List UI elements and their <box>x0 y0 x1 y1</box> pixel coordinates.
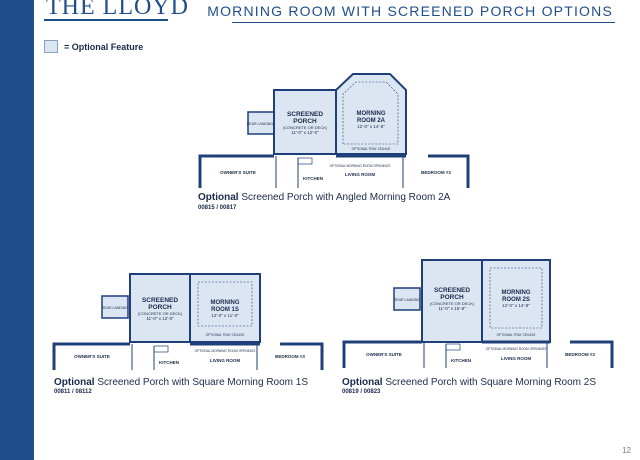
floorplan-square-1s: REAR LANDING SCREENED PORCH (CONCRETE OR… <box>52 270 324 374</box>
legend-label: = Optional Feature <box>64 41 144 52</box>
screened-porch-area <box>129 273 191 343</box>
morning-dims-label: 12'-0" x 14'-8" <box>357 124 385 129</box>
optional-openings-label: OPTIONAL MORNING ROOM OPENINGS <box>195 349 256 353</box>
owners-suite-label: OWNER'S SUITE <box>74 354 110 359</box>
porch-dims-label: 11'-0" x 12'-0" <box>291 130 319 135</box>
optional-tray-label: OPTIONAL TRAY CEILING <box>352 147 391 151</box>
porch-dims-label: 11'-0" x 15'-8" <box>438 306 466 311</box>
left-sidebar-band <box>0 0 34 460</box>
morning-label-line2: ROOM 2A <box>357 118 386 124</box>
living-room-label: LIVING ROOM <box>345 172 376 177</box>
porch-label-line2: PORCH <box>440 294 464 301</box>
morning-label-line1: MORNING <box>357 111 386 117</box>
tray-ceiling-outline <box>489 267 543 329</box>
tray-ceiling-outline <box>342 81 399 145</box>
title-underline <box>44 19 168 21</box>
rear-landing-label: REAR LANDING <box>247 122 274 126</box>
floorplan-angled-2a: REAR LANDING SCREENED PORCH (CONCRETE OR… <box>198 72 470 188</box>
morning-label-line2: ROOM 2S <box>502 297 530 303</box>
bedroom-label: BEDROOM #3 <box>565 352 595 357</box>
bedroom-label: BEDROOM #3 <box>421 170 451 175</box>
morning-dims-label: 12'-0" x 14'-8" <box>502 303 530 308</box>
page-subtitle: MORNING ROOM WITH SCREENED PORCH OPTIONS <box>207 3 613 19</box>
floorplan-1s-drawing: REAR LANDING SCREENED PORCH (CONCRETE OR… <box>52 273 324 370</box>
rear-landing-label: REAR LANDING <box>102 306 129 310</box>
living-room-label: LIVING ROOM <box>501 356 532 361</box>
porch-material-label: (CONCRETE OR DECK) <box>283 125 328 130</box>
kitchen-label: KITCHEN <box>451 358 471 363</box>
rear-landing <box>393 287 421 311</box>
header-rule <box>232 22 615 23</box>
caption-2s: Optional Screened Porch with Square Morn… <box>342 377 596 388</box>
optional-tray-label: OPTIONAL TRAY CEILING <box>497 333 536 337</box>
plan-2s-labels: REAR LANDING SCREENED PORCH (CONCRETE OR… <box>366 287 595 363</box>
optional-feature-swatch <box>44 40 58 53</box>
legend: = Optional Feature <box>44 40 143 53</box>
house-rear-wall <box>52 342 324 370</box>
kitchen-label: KITCHEN <box>159 360 179 365</box>
porch-material-label: (CONCRETE OR DECK) <box>138 311 183 316</box>
screened-porch-area <box>273 89 337 155</box>
optional-openings-label: OPTIONAL MORNING ROOM OPENINGS <box>330 164 391 168</box>
plan-2a-labels: REAR LANDING SCREENED PORCH (CONCRETE OR… <box>220 111 451 181</box>
caption-text: Screened Porch with Angled Morning Room … <box>238 192 451 203</box>
bedroom-label: BEDROOM #3 <box>275 354 305 359</box>
living-room-label: LIVING ROOM <box>210 358 241 363</box>
caption-optional-word: Optional <box>54 377 95 388</box>
plan-codes-2s: 00819 / 00823 <box>342 389 381 395</box>
morning-label-line1: MORNING <box>211 300 240 306</box>
kitchen-counter <box>297 157 313 165</box>
rear-landing <box>101 295 129 319</box>
optional-tray-label: OPTIONAL TRAY CEILING <box>206 333 245 337</box>
plan-codes-1s: 00811 / 08112 <box>54 389 92 395</box>
porch-label-line1: SCREENED <box>434 287 470 294</box>
owners-suite-label: OWNER'S SUITE <box>366 352 402 357</box>
porch-label-line2: PORCH <box>293 118 317 125</box>
porch-material-label: (CONCRETE OR DECK) <box>430 301 475 306</box>
page-number: 12 <box>622 446 631 455</box>
house-rear-wall <box>198 154 470 188</box>
porch-dims-label: 11'-0" x 12'-0" <box>146 316 174 321</box>
morning-room-area <box>335 73 407 155</box>
morning-label-line1: MORNING <box>502 290 531 296</box>
page-title: THE LLOYD <box>46 0 189 20</box>
kitchen-counter <box>445 343 461 351</box>
screened-porch-area <box>421 259 483 343</box>
caption-optional-word: Optional <box>342 377 383 388</box>
rear-landing-label: REAR LANDING <box>394 298 421 302</box>
caption-text: Screened Porch with Square Morning Room … <box>94 377 309 388</box>
owners-suite-label: OWNER'S SUITE <box>220 170 256 175</box>
floorplan-square-2s: REAR LANDING SCREENED PORCH (CONCRETE OR… <box>342 256 614 374</box>
optional-openings-label: OPTIONAL MORNING ROOM OPENINGS <box>486 347 547 351</box>
porch-label-line2: PORCH <box>148 304 172 311</box>
kitchen-counter <box>153 345 169 353</box>
house-rear-wall <box>342 340 614 368</box>
morning-room-area <box>481 259 551 343</box>
morning-dims-label: 12'-0" x 11'-0" <box>211 313 239 318</box>
floorplan-2a-drawing: REAR LANDING SCREENED PORCH (CONCRETE OR… <box>198 73 470 188</box>
kitchen-label: KITCHEN <box>303 176 323 181</box>
porch-label-line1: SCREENED <box>287 111 323 118</box>
morning-label-line2: ROOM 1S <box>211 307 239 313</box>
plan-codes-2a: 00815 / 00817 <box>198 205 237 211</box>
caption-text: Screened Porch with Square Morning Room … <box>382 377 597 388</box>
morning-room-area <box>189 273 261 343</box>
porch-label-line1: SCREENED <box>142 297 178 304</box>
plan-1s-labels: REAR LANDING SCREENED PORCH (CONCRETE OR… <box>74 297 305 365</box>
floorplan-2s-drawing: REAR LANDING SCREENED PORCH (CONCRETE OR… <box>342 259 614 368</box>
caption-1s: Optional Screened Porch with Square Morn… <box>54 377 308 388</box>
caption-2a: Optional Screened Porch with Angled Morn… <box>198 192 450 203</box>
caption-optional-word: Optional <box>198 192 239 203</box>
